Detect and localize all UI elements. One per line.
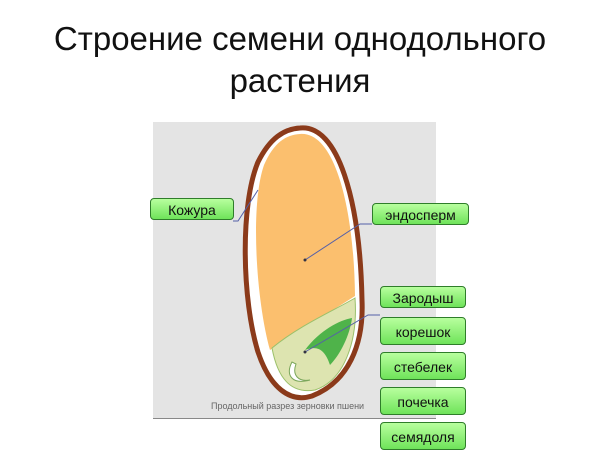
label-cotyledon: семядоля <box>380 422 466 450</box>
endosperm-pointer <box>304 223 372 261</box>
label-root: корешок <box>380 317 466 345</box>
label-bud: почечка <box>380 387 466 415</box>
embryo-dot <box>303 350 307 354</box>
embryo-pointer <box>304 314 380 353</box>
husk-pointer <box>233 189 259 222</box>
label-endosperm: эндосперм <box>372 203 469 225</box>
endosperm-dot <box>303 258 307 262</box>
label-stem: стебелек <box>380 352 466 380</box>
embryo-shoot <box>305 318 352 365</box>
endosperm <box>256 133 355 350</box>
diagram-caption: Продольный разрез зерновки пшени <box>211 401 365 411</box>
slide-title: Строение семени однодольного растения <box>53 20 547 99</box>
embryo-cotyledon <box>288 361 311 382</box>
label-husk: Кожура <box>150 198 234 220</box>
label-embryo: Зародыш <box>380 286 466 308</box>
